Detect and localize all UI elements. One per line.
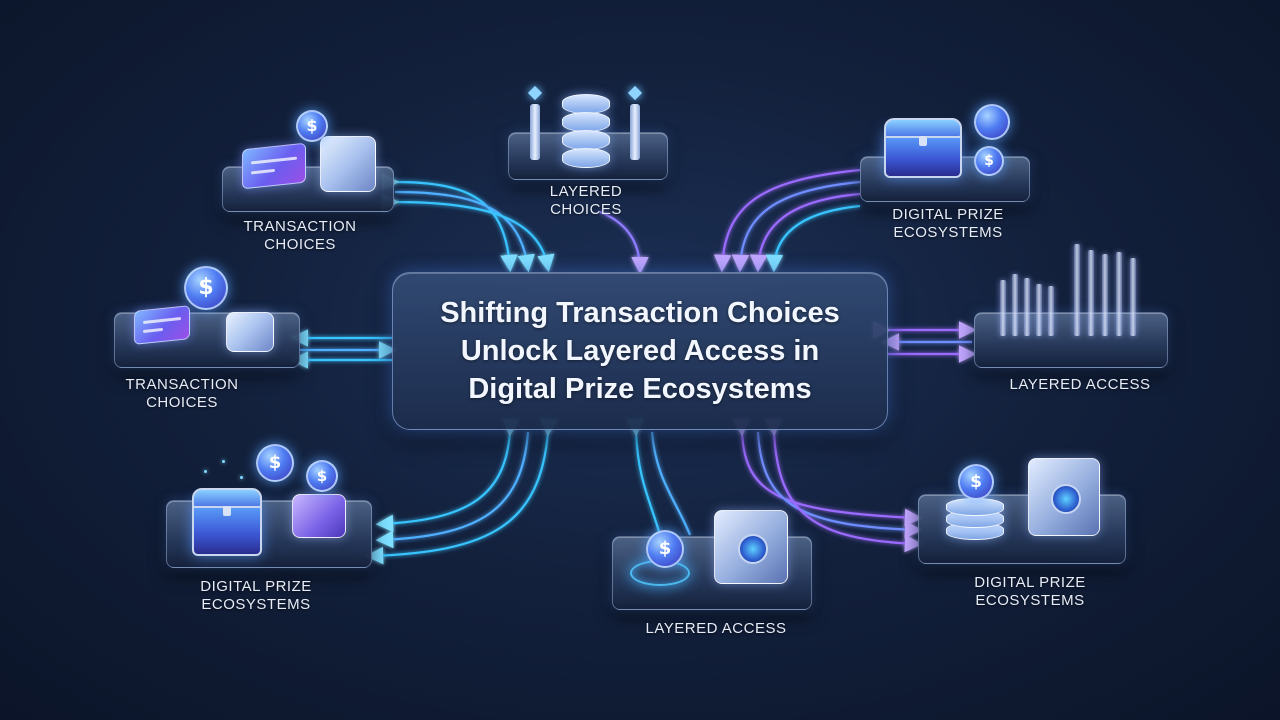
central-title-line-2: Unlock Layered Access in xyxy=(460,335,820,367)
node-label-line-1: TRANSACTION xyxy=(125,376,239,393)
node-label: LAYERED CHOICES xyxy=(516,183,656,219)
flow-top-right-4 xyxy=(765,204,861,273)
flow-bottom-left-1 xyxy=(375,418,520,533)
flow-top-center xyxy=(599,210,649,275)
node-label: DIGITAL PRIZE ECOSYSTEMS xyxy=(186,578,326,614)
flow-top-right-1 xyxy=(713,168,861,273)
dollar-coin-icon: $ xyxy=(974,146,1004,176)
credit-card-icon xyxy=(242,142,306,190)
wallet-icon xyxy=(226,312,274,352)
coin-icon xyxy=(974,104,1010,140)
dollar-coin-icon: $ xyxy=(958,464,994,500)
flow-bottom-right-1 xyxy=(732,418,923,527)
node-label-line-1: DIGITAL PRIZE xyxy=(974,574,1086,591)
flow-top-right-3 xyxy=(749,192,861,273)
node-label-line-2: CHOICES xyxy=(264,236,336,253)
node-label-line-2: CHOICES xyxy=(146,394,218,411)
node-label-line-2: ECOSYSTEMS xyxy=(975,592,1085,609)
dollar-coin-icon: $ xyxy=(184,266,228,310)
central-title-card: Shifting Transaction Choices Unlock Laye… xyxy=(392,272,888,430)
treasure-chest-icon xyxy=(192,488,262,556)
flow-bottom-center-1 xyxy=(626,418,662,536)
node-label-line-1: LAYERED ACCESS xyxy=(645,620,787,637)
dollar-coin-icon: $ xyxy=(256,444,294,482)
node-label-line-1: LAYERED ACCESS xyxy=(1009,376,1151,393)
node-label: TRANSACTION CHOICES xyxy=(222,218,378,254)
database-layer-icon xyxy=(562,112,610,132)
safe-vault-icon xyxy=(1028,458,1100,536)
node-label-line-1: LAYERED xyxy=(549,183,623,200)
flow-bottom-left-3 xyxy=(365,418,558,565)
dollar-coin-icon: $ xyxy=(296,110,328,142)
coin-stack-icon xyxy=(946,498,1004,516)
wallet-icon xyxy=(320,136,376,192)
credit-card-icon xyxy=(134,305,190,345)
treasure-chest-icon xyxy=(884,118,962,178)
node-label-line-1: DIGITAL PRIZE xyxy=(892,206,1004,223)
safe-vault-icon xyxy=(714,510,788,584)
node-label-line-1: DIGITAL PRIZE xyxy=(200,578,312,595)
node-label: DIGITAL PRIZE ECOSYSTEMS xyxy=(958,574,1102,610)
node-label: TRANSACTION CHOICES xyxy=(114,376,250,412)
pillar-icon xyxy=(630,104,640,160)
node-label-line-2: ECOSYSTEMS xyxy=(201,596,311,613)
node-label-line-2: CHOICES xyxy=(550,201,622,218)
dollar-coin-icon: $ xyxy=(646,530,684,568)
central-title-line-1: Shifting Transaction Choices xyxy=(440,297,840,329)
database-layer-icon xyxy=(562,148,610,168)
flow-top-left-3 xyxy=(381,193,555,273)
node-label-line-1: TRANSACTION xyxy=(243,218,357,235)
pillar-icon xyxy=(530,104,540,160)
wallet-icon xyxy=(292,494,346,538)
database-layer-icon xyxy=(562,94,610,114)
gate-bars-icon xyxy=(996,240,1146,340)
flow-bottom-center-2 xyxy=(650,431,692,536)
flow-bottom-right-3 xyxy=(764,418,923,553)
dollar-coin-icon: $ xyxy=(306,460,338,492)
flow-top-left-1 xyxy=(381,173,518,273)
node-label: LAYERED ACCESS xyxy=(1000,376,1160,394)
node-label-line-2: ECOSYSTEMS xyxy=(893,224,1003,241)
database-layer-icon xyxy=(562,130,610,150)
flow-top-right-2 xyxy=(731,180,861,273)
central-title-line-3: Digital Prize Ecosystems xyxy=(468,373,812,405)
node-label: DIGITAL PRIZE ECOSYSTEMS xyxy=(866,206,1030,242)
node-label: LAYERED ACCESS xyxy=(640,620,792,638)
